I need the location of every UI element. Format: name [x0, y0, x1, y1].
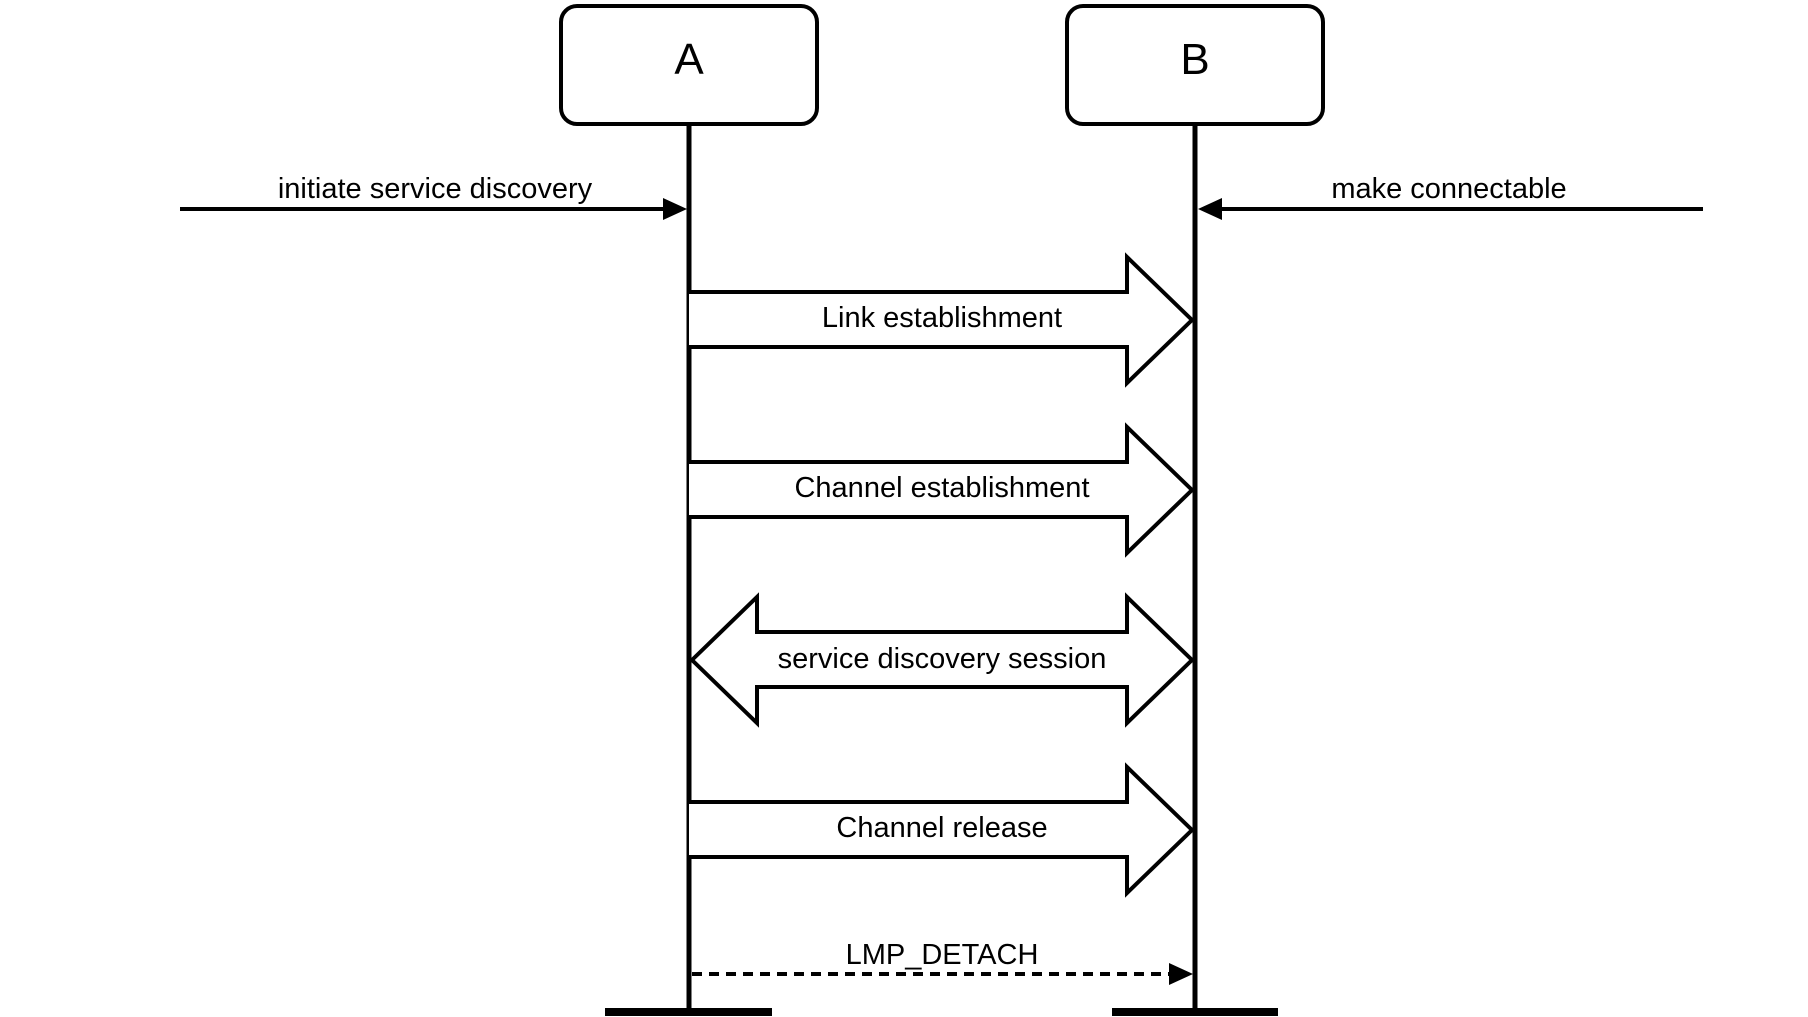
trigger-b-arrowhead: [1198, 198, 1222, 220]
trigger-a-arrowhead: [663, 198, 687, 220]
trigger-b-label: make connectable: [1331, 173, 1566, 205]
message-lmp-detach: LMP_DETACH: [692, 939, 1193, 985]
actor-a-box: [559, 4, 819, 126]
actor-b-box: [1065, 4, 1325, 126]
channel-establishment-arrow: [689, 422, 1195, 558]
service-discovery-session-arrow: [689, 592, 1195, 728]
actor-a-label: A: [674, 35, 704, 84]
link-establishment-arrow: [689, 252, 1195, 388]
lmp-detach-arrowhead: [1169, 963, 1193, 985]
actor-b-label: B: [1180, 35, 1209, 84]
message-channel-release: Channel release: [689, 762, 1195, 898]
service-discovery-session-label: service discovery session: [778, 643, 1107, 675]
channel-establishment-label: Channel establishment: [794, 472, 1089, 504]
trigger-make-connectable: make connectable: [1198, 173, 1703, 220]
channel-release-arrow: [689, 762, 1195, 898]
link-establishment-label: Link establishment: [822, 302, 1062, 334]
lmp-detach-label: LMP_DETACH: [846, 939, 1039, 971]
trigger-initiate-service-discovery: initiate service discovery: [180, 173, 687, 220]
channel-release-label: Channel release: [836, 812, 1047, 844]
message-service-discovery-session: service discovery session: [689, 592, 1195, 728]
actor-a: A: [559, 4, 819, 126]
trigger-a-label: initiate service discovery: [278, 173, 593, 205]
actor-b: B: [1065, 4, 1325, 126]
message-channel-establishment: Channel establishment: [689, 422, 1195, 558]
message-link-establishment: Link establishment: [689, 252, 1195, 388]
